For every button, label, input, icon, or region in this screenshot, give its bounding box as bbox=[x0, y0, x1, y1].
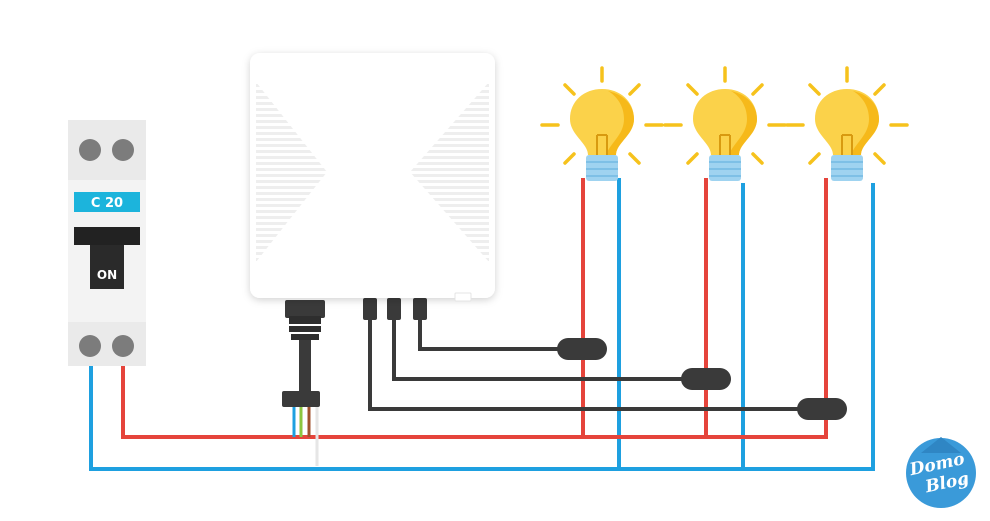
connector-bulb-1 bbox=[557, 338, 607, 360]
bulb-rays bbox=[540, 66, 664, 165]
light-bulb-1 bbox=[540, 66, 664, 181]
connector-bulb-2 bbox=[681, 368, 731, 390]
breaker-switch-label: ON bbox=[97, 268, 117, 282]
breaker-screw bbox=[79, 335, 101, 357]
control-wires bbox=[368, 318, 810, 411]
bulb-rays bbox=[785, 66, 909, 165]
control-wire-2 bbox=[392, 318, 695, 381]
breaker-screw bbox=[112, 139, 134, 161]
breaker-rating-label: C 20 bbox=[91, 196, 123, 211]
neutral-bus-wire bbox=[89, 183, 875, 471]
light-bulb-2 bbox=[663, 66, 787, 181]
light-bulb-3 bbox=[785, 66, 909, 181]
breaker-screw bbox=[79, 139, 101, 161]
breaker-screw bbox=[112, 335, 134, 357]
control-terminals bbox=[363, 298, 427, 320]
live-wires bbox=[121, 178, 828, 439]
smart-module bbox=[250, 53, 495, 302]
wire-connectors bbox=[557, 338, 847, 420]
domoblog-logo[interactable]: Domo Blog fr bbox=[906, 437, 976, 508]
breaker-switch bbox=[74, 227, 140, 245]
live-bus-wire bbox=[121, 178, 828, 439]
control-wire-3 bbox=[368, 318, 810, 411]
control-wire-1 bbox=[418, 318, 570, 351]
logo-badge-icon bbox=[906, 438, 976, 508]
connector-bulb-3 bbox=[797, 398, 847, 420]
circuit-breaker: C 20 ON bbox=[68, 120, 146, 366]
logo-suffix: fr bbox=[963, 480, 968, 487]
bulb-rays bbox=[663, 66, 787, 165]
device-power-cable bbox=[282, 300, 325, 466]
breaker-rating-badge bbox=[74, 192, 140, 212]
neutral-wires bbox=[89, 178, 875, 471]
